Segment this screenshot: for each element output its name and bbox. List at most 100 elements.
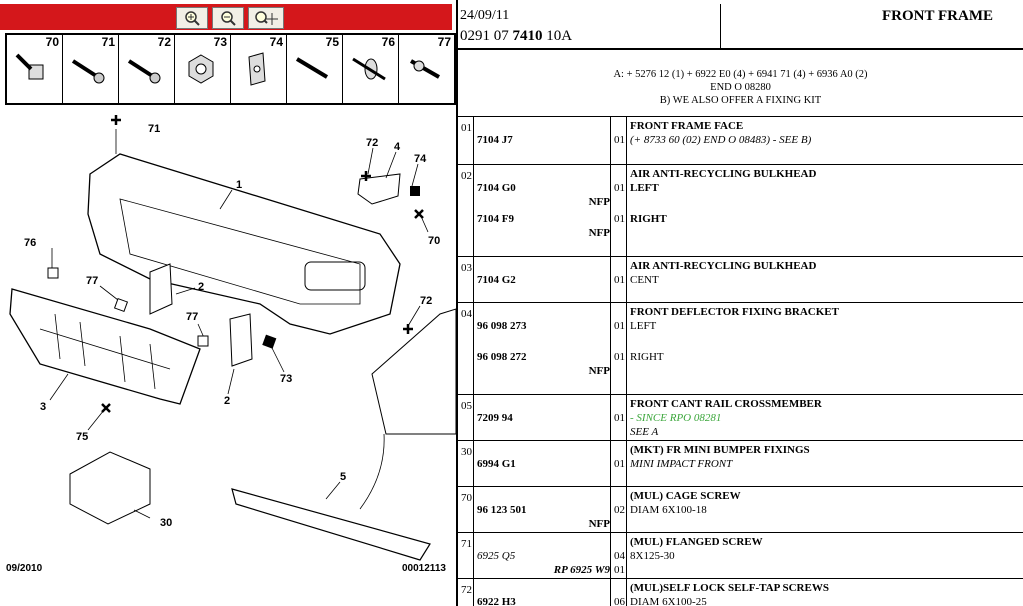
table-row[interactable]: 72 6922 H3 06 (MUL)SELF LOCK SELF-TAP SC… [458, 579, 1023, 606]
clip-nut-icon [248, 52, 266, 86]
qty: 04 [614, 550, 625, 562]
part-side: RIGHT [630, 351, 664, 363]
code-prefix: 0291 07 [460, 28, 513, 44]
callout-70: 70 [428, 235, 440, 247]
diagram-date: 09/2010 [6, 563, 43, 574]
frame-opening [304, 261, 366, 291]
part-ref[interactable]: 7209 94 [477, 412, 513, 424]
callout-1: 1 [236, 179, 242, 191]
part-ref[interactable]: 7104 G2 [477, 274, 516, 286]
qty: 01 [614, 182, 625, 194]
note-line: END O 08280 [710, 82, 771, 93]
qty: 01 [614, 412, 625, 424]
callout-30: 30 [160, 517, 172, 529]
part-ref[interactable]: 96 123 501 [477, 504, 527, 516]
table-row[interactable]: 30 6994 G1 01 (MKT) FR MINI BUMPER FIXIN… [458, 441, 1023, 487]
fastener-75[interactable]: 75 [287, 35, 343, 103]
zoom-pan-button[interactable] [248, 7, 284, 29]
notes-rule [458, 116, 1023, 117]
fastener-71[interactable]: 71 [63, 35, 119, 103]
part-ref[interactable]: 7104 F9 [477, 213, 514, 225]
fastener-73[interactable]: 73 [175, 35, 231, 103]
part-title: FRONT FRAME FACE [630, 120, 744, 132]
callout-3: 3 [40, 401, 46, 413]
pane-divider[interactable] [456, 0, 458, 606]
row-number: 72 [461, 584, 472, 596]
part-title: AIR ANTI-RECYCLING BULKHEAD [630, 260, 817, 272]
callout-75: 75 [76, 431, 88, 443]
zoom-out-button[interactable] [212, 7, 244, 29]
diagram-pane: 70 71 72 73 74 75 76 77 [0, 0, 456, 606]
fastener-number: 73 [213, 35, 227, 49]
nut-icon [188, 54, 214, 84]
row-number: 70 [461, 492, 472, 504]
qty: 01 [614, 134, 625, 146]
fastener-number: 75 [325, 35, 339, 49]
fastener-70[interactable]: 70 [7, 35, 63, 103]
nfp-flag: NFP [588, 365, 610, 377]
table-row[interactable]: 70 96 123 501 NFP 02 (MUL) CAGE SCREW DI… [458, 487, 1023, 533]
row-number: 30 [461, 446, 472, 458]
callout-74: 74 [414, 153, 427, 165]
part-side: CENT [630, 274, 659, 286]
callout-76: 76 [24, 237, 36, 249]
notes: A: + 5276 12 (1) + 6922 E0 (4) + 6941 71… [458, 68, 1023, 107]
fastener-72[interactable]: 72 [119, 35, 175, 103]
cant-rail-crossmember [231, 488, 431, 561]
row-number: 04 [461, 308, 472, 320]
part-ref[interactable]: 6922 H3 [477, 596, 516, 606]
table-row[interactable]: 71 6925 Q5 04 RP 6925 W9 01 (MUL) FLANGE… [458, 533, 1023, 579]
nfp-flag: NFP [588, 227, 610, 239]
flanged-screw-icon [71, 59, 105, 84]
fastener-number: 70 [45, 35, 59, 49]
zoom-out-icon [221, 11, 236, 26]
fastener-74[interactable]: 74 [231, 35, 287, 103]
qty: 06 [614, 596, 625, 606]
callout-4: 4 [394, 141, 401, 153]
callout-2: 2 [224, 395, 230, 407]
part-ref[interactable]: 7104 J7 [477, 134, 513, 146]
table-row[interactable]: 05 7209 94 01 FRONT CANT RAIL CROSSMEMBE… [458, 395, 1023, 441]
exploded-parts-diagram[interactable]: 71 1 72 4 74 70 76 77 2 77 72 73 2 3 75 … [0, 104, 456, 584]
replacement-ref[interactable]: RP 6925 W9 [553, 564, 610, 576]
code-suffix: 10A [542, 28, 573, 44]
table-row[interactable]: 04 96 098 273 01 FRONT DEFLECTOR FIXING … [458, 303, 1023, 395]
push-rivet-icon [352, 57, 386, 81]
part-title: AIR ANTI-RECYCLING BULKHEAD [630, 168, 817, 180]
part-ref[interactable]: 7104 G0 [477, 182, 516, 194]
bulkhead-ribs [39, 313, 171, 390]
side-body [371, 308, 456, 435]
part-ref[interactable]: 6994 G1 [477, 458, 516, 470]
qty: 01 [614, 320, 625, 332]
part-ref[interactable]: 96 098 272 [477, 351, 527, 363]
part-ref[interactable]: 96 098 273 [477, 320, 527, 332]
fastener-76[interactable]: 76 [343, 35, 399, 103]
table-row[interactable]: 02 7104 G0 NFP 01 AIR ANTI-RECYCLING BUL… [458, 165, 1023, 257]
zoom-in-button[interactable] [176, 7, 208, 29]
frame-inner [119, 198, 361, 305]
part-title: (MKT) FR MINI BUMPER FIXINGS [630, 444, 810, 456]
row-number: 03 [461, 262, 472, 274]
part-title: FRONT DEFLECTOR FIXING BRACKET [630, 306, 839, 318]
table-row[interactable]: 03 7104 G2 01 AIR ANTI-RECYCLING BULKHEA… [458, 257, 1023, 303]
part-detail: 8X125-30 [630, 550, 675, 562]
part-title: FRONT CANT RAIL CROSSMEMBER [630, 398, 822, 410]
part-ref[interactable]: 6925 Q5 [477, 550, 516, 562]
row-number: 01 [461, 122, 472, 134]
anti-recycling-bulkhead [9, 288, 201, 405]
fixing-kit-box [69, 451, 151, 525]
diagram-ref: 00012113 [402, 563, 446, 574]
header-rule [458, 48, 1023, 50]
fastener-77[interactable]: 77 [399, 35, 454, 103]
deflector-bracket-left [149, 263, 173, 315]
fastener-number: 76 [381, 35, 395, 49]
deflector-bracket-right [229, 313, 253, 367]
fastener-number: 72 [157, 35, 171, 49]
nfp-flag: NFP [588, 518, 610, 530]
qty: 01 [614, 351, 625, 363]
part-side: RIGHT [630, 213, 667, 225]
row-number: 71 [461, 538, 472, 550]
part-detail: DIAM 6X100-18 [630, 504, 707, 516]
table-row[interactable]: 01 7104 J7 01 FRONT FRAME FACE (+ 8733 6… [458, 117, 1023, 165]
part-detail: DIAM 6X100-25 [630, 596, 707, 606]
